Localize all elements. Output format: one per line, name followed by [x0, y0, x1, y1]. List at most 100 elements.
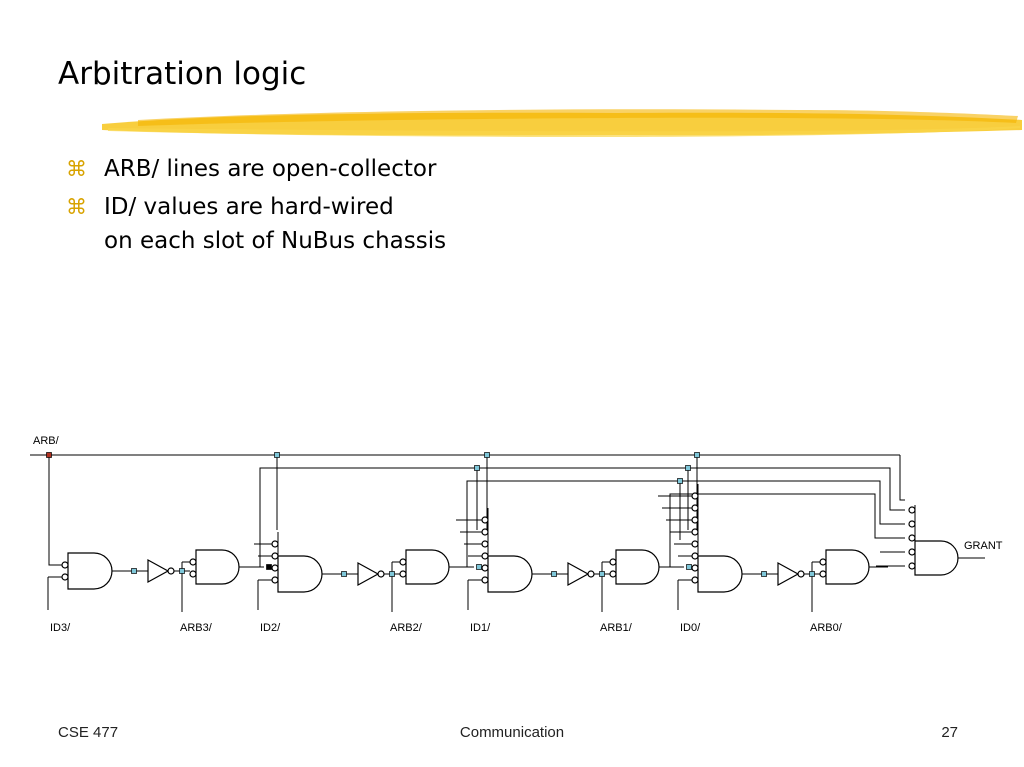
junction-dot [46, 452, 52, 458]
bullet-list: ⌘ ARB/ lines are open-collector ⌘ ID/ va… [66, 152, 446, 262]
and-gate [487, 555, 533, 593]
junction-dot [179, 568, 185, 574]
junction-dot [599, 571, 605, 577]
arb-bus-label: ARB/ [33, 435, 60, 447]
and-gate [914, 540, 959, 576]
footer-page-number: 27 [941, 724, 958, 741]
footer-course: CSE 477 [58, 724, 119, 741]
arb-output-label: ARB0/ [810, 622, 843, 634]
inversion-bubble [908, 534, 916, 542]
junction-dot [761, 571, 767, 577]
bullet-text-line: on each slot of NuBus chassis [104, 228, 447, 254]
junction-dot [484, 452, 490, 458]
inversion-bubble [691, 516, 699, 524]
grant-output-label: GRANT [964, 540, 1003, 552]
inversion-bubble [61, 561, 69, 569]
inversion-bubble [908, 506, 916, 514]
inversion-bubble [691, 528, 699, 536]
inversion-bubble [587, 570, 595, 578]
and-gate [277, 555, 323, 593]
inversion-bubble [167, 567, 175, 575]
arb-output-label: ARB2/ [390, 622, 423, 634]
junction-dot [131, 568, 137, 574]
bullet-text-line: ID/ values are hard-wired [104, 194, 394, 220]
and-gate [195, 549, 240, 585]
inversion-bubble [691, 504, 699, 512]
junction-dot [274, 452, 280, 458]
circuit-wires [30, 454, 985, 612]
bullet-item: ⌘ ID/ values are hard-wired on each slot… [66, 190, 446, 258]
inversion-bubble [691, 540, 699, 548]
circuit-gates [46, 452, 959, 593]
buffer-gate [777, 561, 800, 587]
inversion-bubble [399, 558, 407, 566]
arbitration-logic-circuit: ARB/ID3/ARB3/ID2/ARB2/ID1/ARB1/ID0/ARB0/… [30, 435, 1003, 634]
junction-dot [809, 571, 815, 577]
wire [669, 493, 905, 567]
circuit-labels: ARB/ID3/ARB3/ID2/ARB2/ID1/ARB1/ID0/ARB0/… [33, 435, 1003, 634]
wire [48, 455, 62, 566]
id-input-label: ID1/ [470, 622, 491, 634]
inversion-bubble [819, 558, 827, 566]
junction-dot [266, 564, 272, 570]
inversion-bubble [481, 564, 489, 572]
inversion-bubble [691, 576, 699, 584]
inversion-bubble [189, 570, 197, 578]
junction-dot [551, 571, 557, 577]
buffer-gate [357, 561, 380, 587]
inversion-bubble [61, 573, 69, 581]
inversion-bubble [481, 528, 489, 536]
junction-dot [686, 564, 692, 570]
inversion-bubble [908, 548, 916, 556]
wire [466, 480, 905, 567]
inversion-bubble [189, 558, 197, 566]
inversion-bubble [908, 520, 916, 528]
wire [259, 467, 905, 567]
title-underline-highlight [102, 109, 1022, 137]
inversion-bubble [271, 576, 279, 584]
id-input-label: ID2/ [260, 622, 281, 634]
slide-title: Arbitration logic [58, 56, 307, 92]
and-gate [405, 549, 450, 585]
junction-dot [685, 465, 691, 471]
inversion-bubble [797, 570, 805, 578]
buffer-gate [567, 561, 590, 587]
arb-output-label: ARB3/ [180, 622, 213, 634]
bullet-item: ⌘ ARB/ lines are open-collector [66, 152, 446, 186]
junction-dot [341, 571, 347, 577]
wire [899, 455, 905, 501]
junction-dot [476, 564, 482, 570]
buffer-gate [147, 558, 170, 584]
junction-dot [389, 571, 395, 577]
and-gate [697, 555, 743, 593]
and-gate [615, 549, 660, 585]
inversion-bubble [481, 540, 489, 548]
inversion-bubble [399, 570, 407, 578]
junction-dot [474, 465, 480, 471]
and-gate [825, 549, 870, 585]
id-input-label: ID3/ [50, 622, 71, 634]
inversion-bubble [481, 576, 489, 584]
inversion-bubble [271, 564, 279, 572]
inversion-bubble [271, 540, 279, 548]
inversion-bubble [819, 570, 827, 578]
inversion-bubble [691, 564, 699, 572]
inversion-bubble [481, 516, 489, 524]
inversion-bubble [609, 558, 617, 566]
junction-dot [694, 452, 700, 458]
arb-output-label: ARB1/ [600, 622, 633, 634]
inversion-bubble [481, 552, 489, 560]
junction-dot [677, 478, 683, 484]
inversion-bubble [691, 552, 699, 560]
inversion-bubble [908, 562, 916, 570]
inversion-bubble [609, 570, 617, 578]
command-bullet-icon: ⌘ [66, 157, 87, 181]
id-input-label: ID0/ [680, 622, 701, 634]
command-bullet-icon: ⌘ [66, 195, 87, 219]
footer-section: Communication [459, 724, 565, 741]
and-gate [67, 552, 113, 590]
bullet-text-line: ARB/ lines are open-collector [104, 156, 437, 182]
inversion-bubble [691, 492, 699, 500]
inversion-bubble [271, 552, 279, 560]
inversion-bubble [377, 570, 385, 578]
